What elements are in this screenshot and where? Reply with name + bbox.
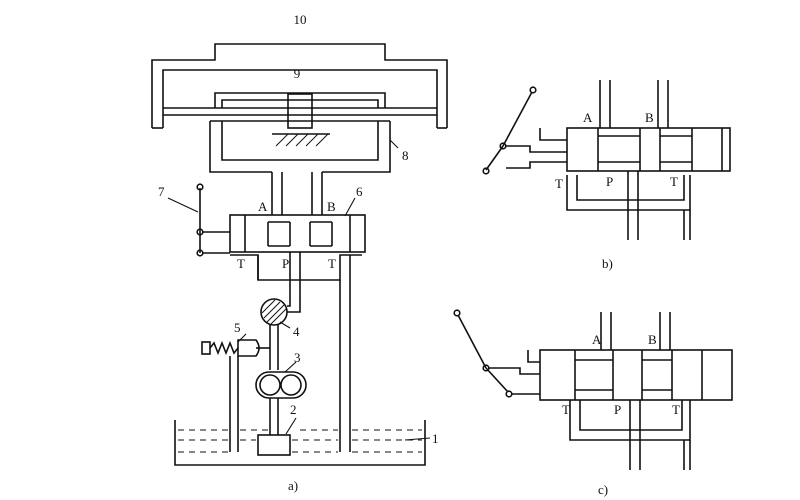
fig-b-port-b: B [645, 110, 654, 125]
fig-c-port-t-right: T [672, 402, 680, 417]
port-label-b: B [327, 199, 336, 214]
figure-b: A B T P T b) [482, 80, 731, 271]
figure-c-caption: c) [598, 482, 608, 497]
part-label-6: 6 [356, 184, 363, 199]
figure-a-caption: a) [288, 478, 298, 493]
figure-a: 10 9 8 7 6 5 4 3 2 1 A B T P T a) [151, 12, 448, 493]
figure-b-caption: b) [602, 256, 613, 271]
part-label-7: 7 [158, 184, 165, 199]
fig-b-port-t-right: T [670, 174, 678, 189]
figure-c: A B T P T c) [453, 309, 733, 497]
return-lines [230, 252, 362, 452]
lever-7 [167, 183, 230, 257]
pipes-a-b [271, 172, 323, 215]
directional-valve-6 [229, 197, 366, 253]
port-label-t-left: T [237, 256, 245, 271]
fig-c-port-a: A [592, 332, 602, 347]
part-label-9: 9 [294, 66, 301, 81]
part-label-2: 2 [290, 402, 297, 417]
fig-c-port-t-left: T [562, 402, 570, 417]
port-label-p: P [282, 256, 289, 271]
cylinder-8 [209, 92, 399, 173]
fig-b-port-p: P [606, 174, 613, 189]
relief-valve-5 [201, 333, 270, 452]
part-label-3: 3 [294, 350, 301, 365]
pump-3 [255, 325, 307, 435]
fig-b-port-t-left: T [555, 176, 563, 191]
worktable-10 [151, 43, 448, 129]
port-label-a: A [258, 199, 268, 214]
port-label-t-right: T [328, 256, 336, 271]
oil-tank-1 [174, 420, 431, 466]
part-label-5: 5 [234, 320, 241, 335]
part-label-1: 1 [432, 431, 439, 446]
fig-c-port-p: P [614, 402, 621, 417]
fig-b-port-a: A [583, 110, 593, 125]
part-label-10: 10 [294, 12, 307, 27]
part-label-4: 4 [293, 324, 300, 339]
fig-c-port-b: B [648, 332, 657, 347]
filter-4 [260, 297, 301, 329]
suction-filter-2 [257, 417, 297, 456]
part-label-8: 8 [402, 148, 409, 163]
